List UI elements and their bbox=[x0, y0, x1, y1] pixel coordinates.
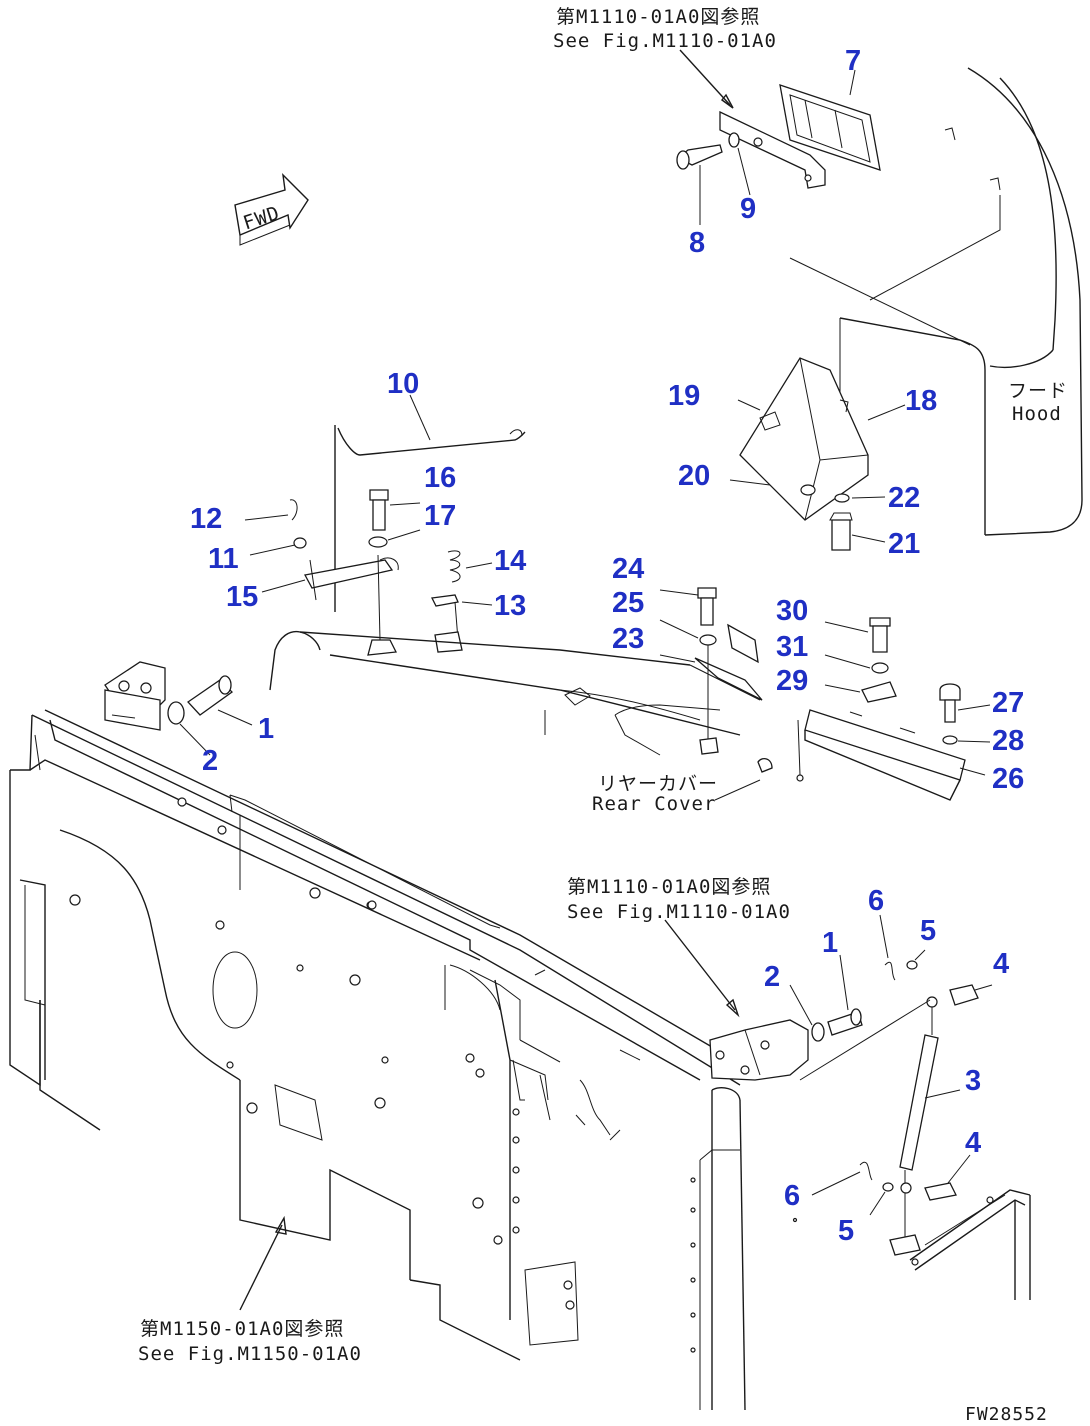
washer-part-9 bbox=[728, 132, 740, 148]
bracket-part-23 bbox=[659, 623, 763, 701]
washer-part-2-right bbox=[811, 1022, 825, 1042]
pin-part-1-right bbox=[827, 1008, 863, 1036]
callout-16: 16 bbox=[424, 462, 456, 494]
hood-panel bbox=[789, 67, 1083, 536]
hinge-left bbox=[104, 661, 166, 731]
washer-part-31 bbox=[871, 662, 889, 674]
callout-25: 25 bbox=[612, 587, 644, 619]
pin-part-4-bottom bbox=[924, 1182, 957, 1201]
clip-part-6-top bbox=[884, 961, 896, 981]
hinge-right bbox=[709, 1019, 809, 1081]
hood-label-jp: フード bbox=[1008, 380, 1068, 402]
bolt-part-24 bbox=[659, 587, 717, 626]
spring-part-14 bbox=[447, 550, 493, 583]
seal-part-26 bbox=[804, 709, 986, 801]
callout-23: 23 bbox=[612, 623, 644, 655]
leader-top-ref bbox=[679, 49, 731, 106]
callout-2-right: 2 bbox=[764, 961, 780, 993]
callout-31: 31 bbox=[776, 631, 808, 663]
callout-14: 14 bbox=[494, 545, 526, 577]
plate-part-7 bbox=[779, 84, 881, 171]
clamp-part-29 bbox=[824, 681, 897, 703]
washer-part-25 bbox=[699, 634, 717, 646]
rear-cover bbox=[269, 630, 804, 782]
callout-22: 22 bbox=[888, 482, 920, 514]
lower-bracket bbox=[889, 1189, 1031, 1300]
drawing-code: FW28552 bbox=[965, 1404, 1048, 1425]
callout-29: 29 bbox=[776, 665, 808, 697]
fwd-label: FWD bbox=[241, 202, 283, 234]
callout-17: 17 bbox=[424, 500, 456, 532]
callout-3: 3 bbox=[965, 1065, 981, 1097]
middle-reference-en: See Fig.M1110-01A0 bbox=[567, 901, 791, 923]
rear-cover-label-jp: リヤーカバー bbox=[598, 773, 718, 795]
washer-part-5-bottom bbox=[882, 1182, 894, 1192]
pin-part-12 bbox=[244, 499, 298, 521]
callout-5-top: 5 bbox=[920, 915, 936, 947]
leader-bottom-ref bbox=[239, 1224, 283, 1311]
callout-15: 15 bbox=[226, 581, 258, 613]
callout-21: 21 bbox=[888, 528, 920, 560]
washer-part-28 bbox=[942, 735, 958, 745]
callout-5-bottom: 5 bbox=[838, 1215, 854, 1247]
rear-cover-label-en: Rear Cover bbox=[592, 793, 716, 815]
top-reference-en: See Fig.M1110-01A0 bbox=[553, 30, 777, 52]
pin-part-1-left bbox=[187, 675, 234, 716]
clip-part-13 bbox=[431, 594, 493, 641]
main-frame bbox=[9, 709, 761, 1361]
fwd-arrow-icon: FWD bbox=[234, 173, 309, 246]
middle-reference-jp: 第M1110-01A0図参照 bbox=[567, 876, 771, 898]
washer-part-5-top bbox=[906, 960, 918, 970]
pin-part-4-top bbox=[949, 984, 979, 1006]
callout-7: 7 bbox=[845, 45, 861, 77]
callout-4-bottom: 4 bbox=[965, 1127, 981, 1159]
callout-8: 8 bbox=[689, 227, 705, 259]
bottom-reference-jp: 第M1150-01A0図参照 bbox=[140, 1318, 344, 1340]
callout-13: 13 bbox=[494, 590, 526, 622]
callout-28: 28 bbox=[992, 725, 1024, 757]
callout-12: 12 bbox=[190, 503, 222, 535]
cover-parts-18-20 bbox=[739, 357, 869, 521]
right-post bbox=[690, 1087, 746, 1411]
callout-6-bottom: 6 bbox=[784, 1180, 800, 1212]
leader-middle-ref bbox=[664, 919, 736, 1011]
bolt-part-21 bbox=[829, 512, 853, 551]
callout-11: 11 bbox=[208, 543, 239, 575]
callout-10: 10 bbox=[387, 368, 419, 400]
gas-spring-part-3 bbox=[899, 996, 961, 1240]
callout-2-left: 2 bbox=[202, 745, 218, 777]
callout-30: 30 bbox=[776, 595, 808, 627]
bottom-reference-en: See Fig.M1150-01A0 bbox=[138, 1343, 362, 1365]
bolt-part-27 bbox=[939, 683, 991, 723]
callout-20: 20 bbox=[678, 460, 710, 492]
callout-18: 18 bbox=[905, 385, 937, 417]
washer-part-11 bbox=[293, 537, 307, 549]
lever-part-15 bbox=[261, 557, 399, 601]
bolt-part-30 bbox=[824, 617, 891, 653]
washer-part-22 bbox=[834, 493, 850, 503]
callout-6-top: 6 bbox=[868, 885, 884, 917]
top-reference-jp: 第M1110-01A0図参照 bbox=[556, 6, 760, 28]
callout-1-left: 1 bbox=[258, 713, 274, 745]
washer-part-17 bbox=[368, 536, 388, 548]
callout-19: 19 bbox=[668, 380, 700, 412]
callout-9: 9 bbox=[740, 193, 756, 225]
callout-1-right: 1 bbox=[822, 927, 838, 959]
bolt-part-16 bbox=[369, 489, 421, 531]
washer-part-2-left bbox=[167, 701, 185, 725]
clip-part-6-bottom bbox=[859, 1161, 873, 1181]
callout-24: 24 bbox=[612, 553, 644, 585]
callout-27: 27 bbox=[992, 687, 1024, 719]
callout-26: 26 bbox=[992, 763, 1024, 795]
callout-4-top: 4 bbox=[993, 948, 1009, 980]
bolt-part-8 bbox=[676, 144, 723, 170]
hood-label-en: Hood bbox=[1012, 403, 1062, 425]
